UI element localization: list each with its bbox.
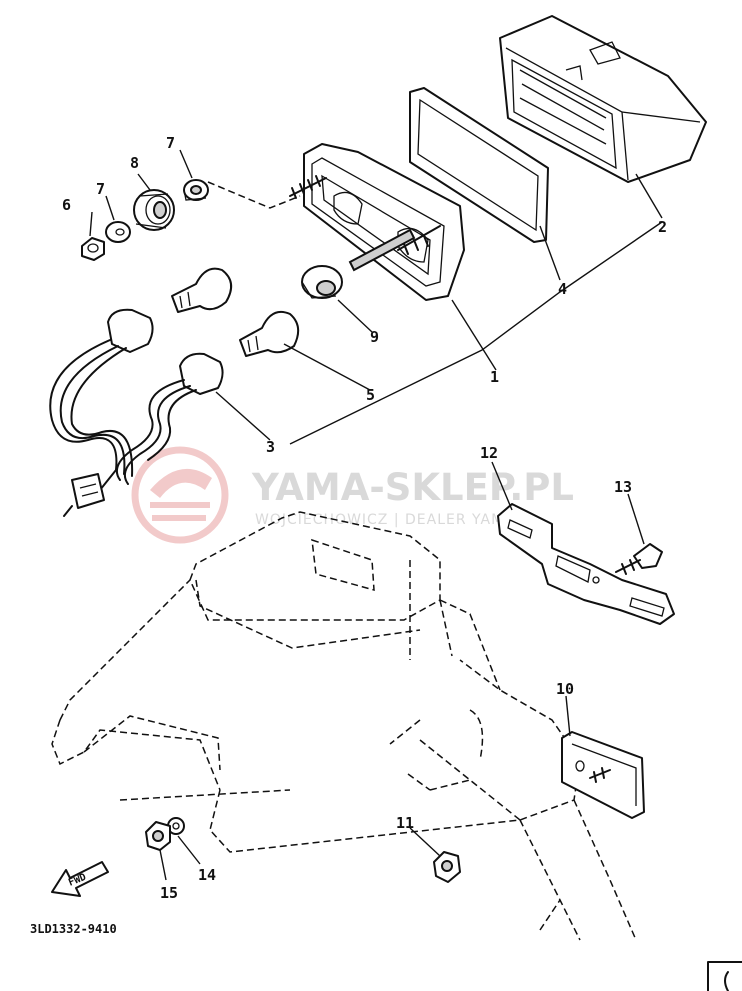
washer-part-7a: [105, 221, 131, 243]
watermark-title: YAMA-SKLEP.PL: [251, 466, 574, 509]
bolt-part-13: [615, 543, 663, 575]
license-bracket-part-12: [497, 503, 675, 625]
callout-labels: 1 2 3 4 5 6 7 7 8 9 10 11 12 13 14 15: [62, 134, 667, 902]
tail-lens-part: [499, 15, 707, 183]
drawing-code: 3LD1332-9410: [30, 922, 117, 936]
callout-10: 10: [556, 680, 574, 698]
watermark: YAMA-SKLEP.PL WOJCIECHOWICZ | DEALER YAM…: [131, 446, 574, 544]
damper-part-8: [133, 189, 175, 231]
gasket-part: [409, 87, 549, 243]
collar-part-7b: [183, 179, 209, 201]
callout-13: 13: [614, 478, 632, 496]
bulb-part-5b: [239, 310, 300, 357]
callout-8: 8: [130, 154, 139, 172]
nut-part-11: [433, 851, 461, 883]
callout-9: 9: [370, 328, 379, 346]
grommet-part: [301, 265, 343, 299]
callout-5: 5: [366, 386, 375, 404]
bulb-part-5a: [171, 267, 233, 313]
leader-lines: [89, 149, 663, 881]
watermark-subtitle: WOJCIECHOWICZ | DEALER YAMAHA: [255, 512, 537, 528]
callout-6: 6: [62, 196, 71, 214]
assembly-guide-line: [207, 181, 301, 209]
callout-11: 11: [396, 814, 414, 832]
next-page-fragment-mark: [724, 971, 729, 991]
reflector-part-10: [561, 731, 645, 819]
callout-7b: 7: [166, 134, 175, 152]
tail-light-base-part: [289, 143, 465, 301]
callout-4: 4: [558, 280, 567, 298]
forward-arrow-icon: FWD: [51, 861, 109, 897]
watermark-logo-icon: [131, 446, 229, 544]
callout-2: 2: [658, 218, 667, 236]
callout-7a: 7: [96, 180, 105, 198]
frame-outline: [51, 511, 637, 941]
next-page-fragment: [707, 961, 742, 991]
nut-part-6: [81, 237, 105, 261]
callout-12: 12: [480, 444, 498, 462]
callout-3: 3: [266, 438, 275, 456]
nut-part-15: [145, 821, 171, 851]
callout-14: 14: [198, 866, 216, 884]
harness-part-3: [49, 308, 224, 517]
callout-15: 15: [160, 884, 178, 902]
callout-1: 1: [490, 368, 499, 386]
